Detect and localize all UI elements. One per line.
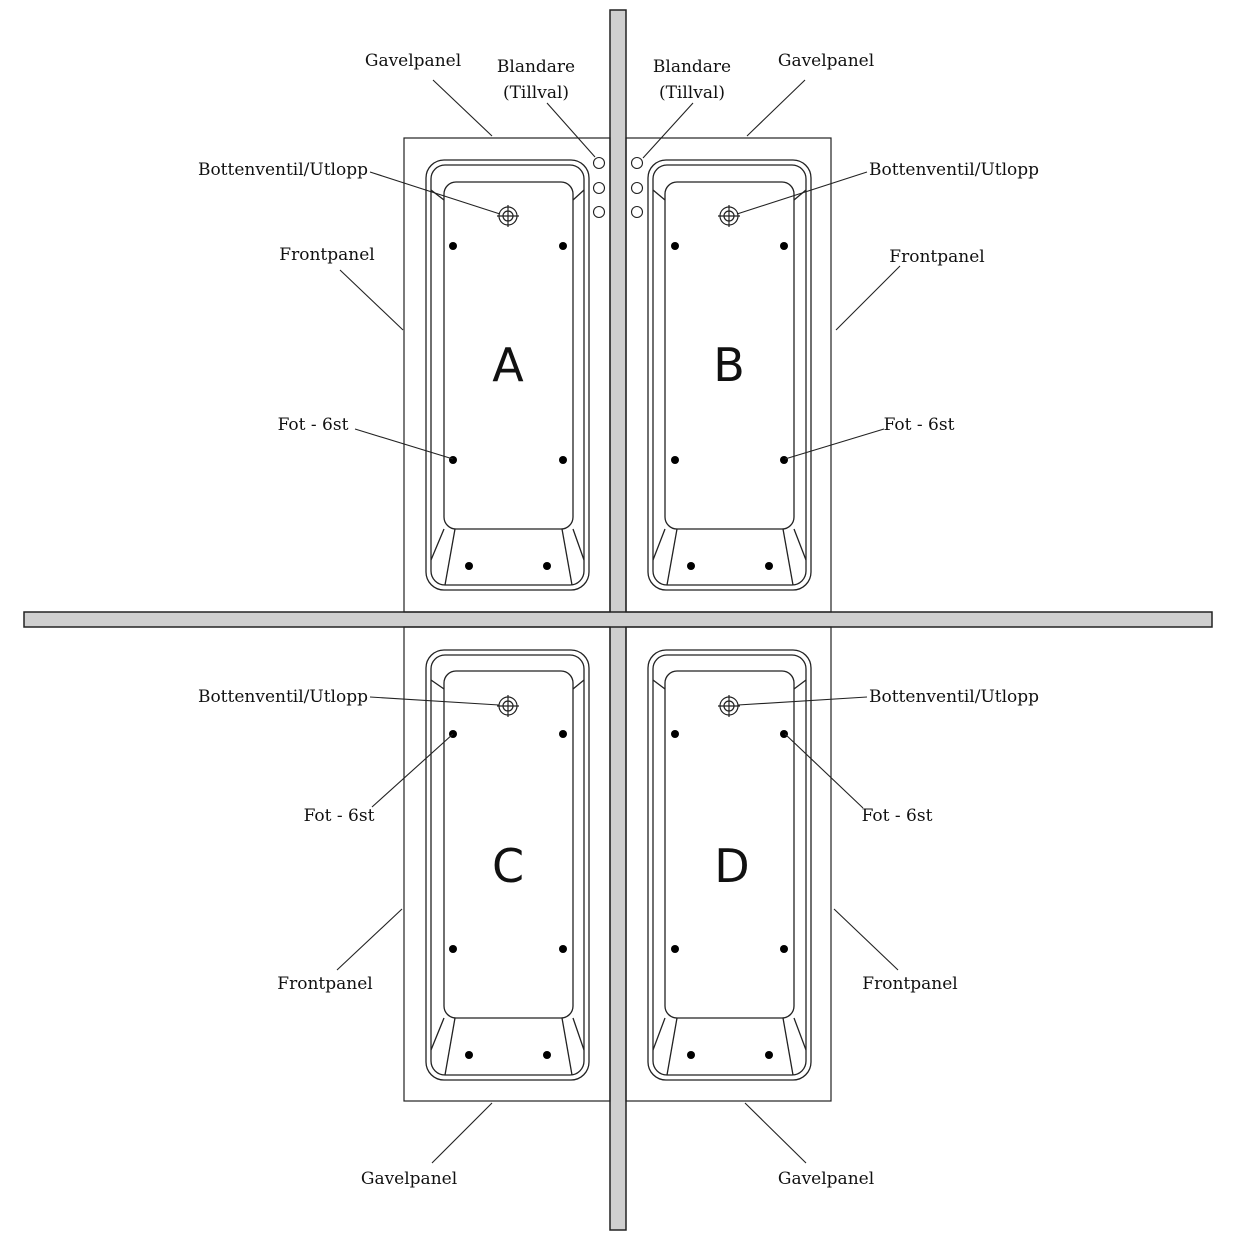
label-mixer-optional: (Tillval) bbox=[659, 83, 725, 103]
tub-d-panel bbox=[625, 626, 832, 1102]
tub-c-inner-rim bbox=[430, 654, 585, 1076]
tub-b-inner-rim bbox=[652, 164, 807, 586]
tub-a-rim bbox=[425, 159, 590, 591]
label-mixer-optional: (Tillval) bbox=[503, 83, 569, 103]
tub-c-drain-valve bbox=[497, 695, 519, 717]
label-front-panel: Frontpanel bbox=[279, 245, 374, 265]
label-feet: Fot - 6st bbox=[304, 806, 375, 826]
tub-d-foot bbox=[780, 945, 788, 953]
tub-b-drain-valve bbox=[718, 205, 740, 227]
tub-d: D bbox=[625, 626, 832, 1102]
leader-lines bbox=[336, 79, 901, 1164]
tub-b-faucet-hole bbox=[630, 181, 644, 195]
label-drain: Bottenventil/Utlopp bbox=[198, 160, 368, 180]
tub-a-basin bbox=[443, 181, 574, 530]
tub-c-foot bbox=[559, 730, 567, 738]
tub-a-inner-rim bbox=[430, 164, 585, 586]
tub-d-basin bbox=[664, 670, 795, 1019]
tub-d-foot bbox=[671, 730, 679, 738]
tub-c: C bbox=[403, 626, 611, 1102]
label-end-panel: Gavelpanel bbox=[778, 51, 874, 71]
labels: Gavelpanel Gavelpanel Blandare (Tillval)… bbox=[198, 51, 1039, 1189]
tub-c-panel bbox=[403, 626, 611, 1102]
tub-d-inner-rim bbox=[652, 654, 807, 1076]
tub-d-foot bbox=[780, 730, 788, 738]
tub-b-foot bbox=[687, 562, 695, 570]
tub-b-foot bbox=[765, 562, 773, 570]
tub-a-faucet-hole bbox=[592, 156, 606, 170]
tub-d-foot bbox=[671, 945, 679, 953]
tub-b: B bbox=[625, 137, 832, 613]
tub-d-foot bbox=[765, 1051, 773, 1059]
label-front-panel: Frontpanel bbox=[862, 974, 957, 994]
tub-c-foot bbox=[543, 1051, 551, 1059]
tub-b-basin bbox=[664, 181, 795, 530]
tub-b-letter: B bbox=[713, 338, 745, 392]
tub-a-foot bbox=[559, 456, 567, 464]
tub-c-foot bbox=[465, 1051, 473, 1059]
tub-c-basin bbox=[443, 670, 574, 1019]
tub-b-rim bbox=[647, 159, 812, 591]
tub-a-drain-valve bbox=[497, 205, 519, 227]
label-front-panel: Frontpanel bbox=[889, 247, 984, 267]
tub-d-drain-valve bbox=[718, 695, 740, 717]
label-mixer: Blandare bbox=[497, 57, 575, 77]
tub-b-faucet-hole bbox=[630, 205, 644, 219]
tub-b-faucet-hole bbox=[630, 156, 644, 170]
label-front-panel: Frontpanel bbox=[277, 974, 372, 994]
tub-c-rim bbox=[425, 649, 590, 1081]
wall-horizontal bbox=[23, 611, 1213, 628]
tub-a-faucet-hole bbox=[592, 181, 606, 195]
tub-a-foot bbox=[449, 456, 457, 464]
tub-c-foot bbox=[559, 945, 567, 953]
label-mixer: Blandare bbox=[653, 57, 731, 77]
tub-d-rim bbox=[647, 649, 812, 1081]
tub-c-foot bbox=[449, 945, 457, 953]
tub-a: A bbox=[403, 137, 611, 613]
tub-c-letter: C bbox=[492, 839, 524, 893]
tub-a-foot bbox=[543, 562, 551, 570]
tub-a-letter: A bbox=[492, 338, 524, 392]
tub-a-foot bbox=[559, 242, 567, 250]
label-feet: Fot - 6st bbox=[278, 415, 349, 435]
label-end-panel: Gavelpanel bbox=[361, 1169, 457, 1189]
tub-d-foot bbox=[687, 1051, 695, 1059]
tub-a-faucet-hole bbox=[592, 205, 606, 219]
tub-b-foot bbox=[671, 456, 679, 464]
label-drain: Bottenventil/Utlopp bbox=[869, 160, 1039, 180]
label-drain: Bottenventil/Utlopp bbox=[198, 687, 368, 707]
label-feet: Fot - 6st bbox=[862, 806, 933, 826]
tub-b-foot bbox=[671, 242, 679, 250]
tub-d-letter: D bbox=[714, 839, 749, 893]
tub-b-panel bbox=[625, 137, 832, 613]
label-end-panel: Gavelpanel bbox=[778, 1169, 874, 1189]
tub-b-foot bbox=[780, 456, 788, 464]
tub-a-foot bbox=[465, 562, 473, 570]
label-end-panel: Gavelpanel bbox=[365, 51, 461, 71]
tub-a-foot bbox=[449, 242, 457, 250]
label-drain: Bottenventil/Utlopp bbox=[869, 687, 1039, 707]
tub-b-foot bbox=[780, 242, 788, 250]
tub-a-panel bbox=[403, 137, 611, 613]
label-feet: Fot - 6st bbox=[884, 415, 955, 435]
